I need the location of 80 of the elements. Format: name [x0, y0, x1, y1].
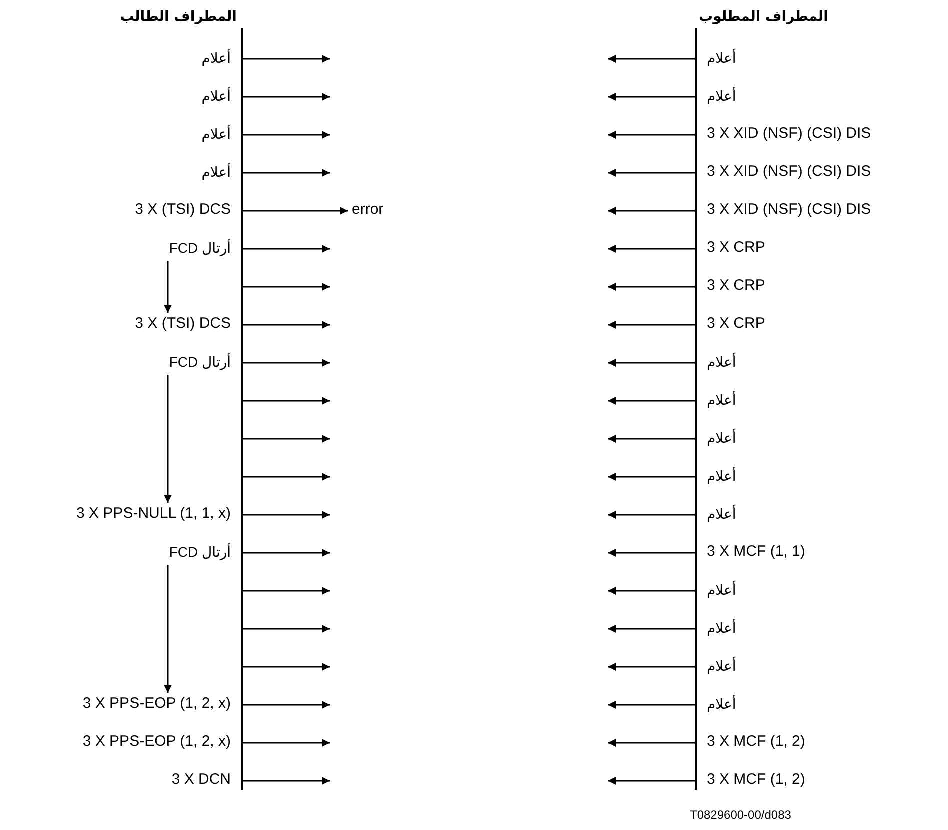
message-label: أعلام: [202, 49, 231, 67]
message-label: 3 X MCF (1, 2): [707, 733, 806, 751]
arrow: [243, 739, 330, 747]
arrow: [243, 777, 330, 785]
message-label: 3 X CRP: [707, 315, 766, 333]
message-label: 3 X PPS-EOP (1, 2, x): [82, 695, 231, 713]
message-label: أعلام: [707, 695, 736, 713]
arrow: [243, 245, 330, 253]
message-label: 3 X DCN: [172, 771, 231, 789]
arrow: [164, 261, 172, 313]
arrow: [243, 587, 330, 595]
arrow: [608, 663, 695, 671]
arrow: [243, 511, 330, 519]
message-label: أعلام: [707, 87, 736, 105]
arrow: [608, 435, 695, 443]
arrow: [608, 473, 695, 481]
arrow: [243, 359, 330, 367]
message-label: أعلام: [707, 467, 736, 485]
arrow: [243, 283, 330, 291]
arrow: [243, 435, 330, 443]
arrow: [164, 565, 172, 693]
arrow: [243, 55, 330, 63]
arrow: [608, 587, 695, 595]
message-label: 3 X CRP: [707, 277, 766, 295]
message-label: 3 X PPS-NULL (1, 1, x): [76, 505, 231, 523]
message-label: 3 X XID (NSF) (CSI) DIS: [707, 201, 872, 219]
figure-number: T0829600-00/d083: [690, 807, 792, 824]
message-label: أعلام: [707, 619, 736, 637]
arrow: [608, 169, 695, 177]
message-label: error: [352, 201, 384, 219]
message-label: أعلام: [707, 657, 736, 675]
arrow: [608, 207, 695, 215]
arrow: [608, 131, 695, 139]
message-label: أعلام: [707, 49, 736, 67]
message-label: أعلام: [202, 125, 231, 143]
arrow: [608, 93, 695, 101]
message-label: أعلام: [707, 391, 736, 409]
arrow: [243, 549, 330, 557]
message-label: أرتال FCD: [169, 543, 231, 561]
arrow: [243, 625, 330, 633]
message-label: 3 X MCF (1, 2): [707, 771, 806, 789]
message-label: 3 X PPS-EOP (1, 2, x): [82, 733, 231, 751]
arrow: [608, 739, 695, 747]
message-label: 3 X (TSI) DCS: [135, 201, 231, 219]
message-label: أعلام: [707, 581, 736, 599]
station-heading: المطراف المطلوب: [699, 8, 828, 26]
arrow: [243, 663, 330, 671]
message-label: أعلام: [707, 429, 736, 447]
arrow: [243, 131, 330, 139]
arrow: [608, 359, 695, 367]
arrow: [243, 321, 330, 329]
message-label: 3 X (TSI) DCS: [135, 315, 231, 333]
message-label: أعلام: [707, 353, 736, 371]
arrow: [608, 549, 695, 557]
arrow: [608, 283, 695, 291]
arrow: [608, 625, 695, 633]
arrow: [243, 93, 330, 101]
arrow: [243, 701, 330, 709]
message-label: 3 X MCF (1, 1): [707, 543, 806, 561]
station-heading: المطراف الطالب: [120, 8, 237, 26]
message-label: 3 X XID (NSF) (CSI) DIS: [707, 163, 872, 181]
message-label: أعلام: [707, 505, 736, 523]
arrow: [608, 245, 695, 253]
arrow: [243, 397, 330, 405]
message-label: أرتال FCD: [169, 239, 231, 257]
arrow: [243, 207, 348, 215]
arrow: [608, 777, 695, 785]
arrow: [243, 473, 330, 481]
message-label: 3 X XID (NSF) (CSI) DIS: [707, 125, 872, 143]
message-label: أعلام: [202, 163, 231, 181]
arrow: [608, 55, 695, 63]
arrow: [608, 511, 695, 519]
message-label: أعلام: [202, 87, 231, 105]
arrow: [608, 321, 695, 329]
arrow: [608, 397, 695, 405]
arrow: [164, 375, 172, 503]
arrow: [608, 701, 695, 709]
message-label: 3 X CRP: [707, 239, 766, 257]
message-label: أرتال FCD: [169, 353, 231, 371]
arrow: [243, 169, 330, 177]
